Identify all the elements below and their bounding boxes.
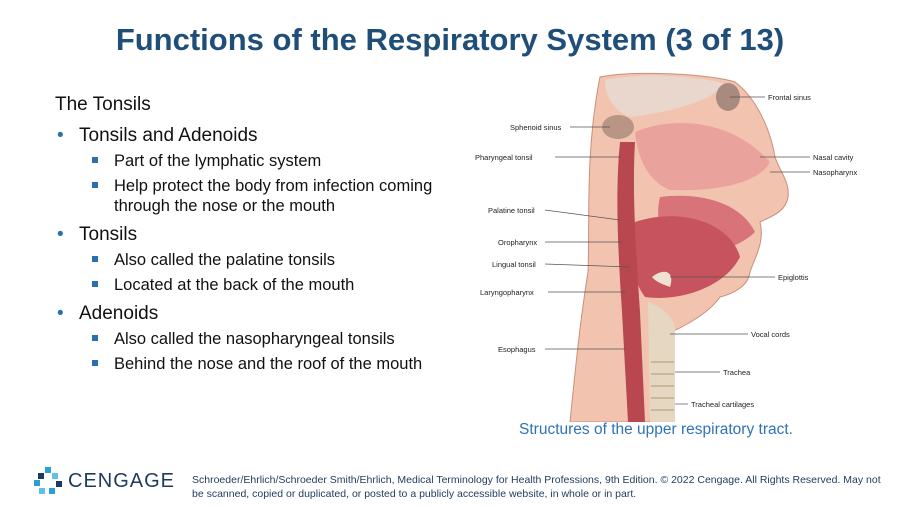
label-lingual-tonsil: Lingual tonsil <box>492 260 536 269</box>
bullet-level-1: • Tonsils and Adenoids <box>55 125 455 147</box>
bullet-text: Also called the nasopharyngeal tonsils <box>114 330 395 348</box>
square-bullet-icon <box>92 335 98 341</box>
bullet-level-2: Also called the nasopharyngeal tonsils <box>55 329 455 349</box>
intro-heading: The Tonsils <box>55 94 151 115</box>
label-trachea: Trachea <box>723 368 751 377</box>
label-palatine-tonsil: Palatine tonsil <box>488 206 535 215</box>
bullet-text: Help protect the body from infection com… <box>114 177 433 215</box>
label-tracheal-cartilages: Tracheal cartilages <box>691 400 754 409</box>
bullet-level-2: Help protect the body from infection com… <box>55 176 455 216</box>
bullet-dot-icon: • <box>57 125 64 146</box>
square-bullet-icon <box>92 157 98 163</box>
bullet-dot-icon: • <box>57 303 64 324</box>
cengage-wordmark: CENGAGE <box>68 469 176 492</box>
bullet-level-2: Also called the palatine tonsils <box>55 250 455 270</box>
label-epiglottis: Epiglottis <box>778 273 809 282</box>
tracheal-rings <box>651 361 674 411</box>
bullet-dot-icon: • <box>57 224 64 245</box>
figure-caption: Structures of the upper respiratory trac… <box>519 421 793 438</box>
slide-body: The Tonsils • Tonsils and Adenoids Part … <box>55 94 455 382</box>
bullet-text: Behind the nose and the roof of the mout… <box>114 355 423 373</box>
section-tonsils: • Tonsils Also called the palatine tonsi… <box>55 224 455 295</box>
square-bullet-icon <box>92 256 98 262</box>
section-heading: Tonsils and Adenoids <box>79 125 258 146</box>
slide-title: Functions of the Respiratory System (3 o… <box>115 22 785 57</box>
bullet-text: Also called the palatine tonsils <box>114 251 336 269</box>
frontal-sinus-shape <box>716 83 740 111</box>
bullet-text: Part of the lymphatic system <box>114 152 322 170</box>
square-bullet-icon <box>92 182 98 188</box>
respiratory-tract-illustration: Frontal sinus Sphenoid sinus Pharyngeal … <box>475 72 857 422</box>
label-laryngopharynx: Laryngopharynx <box>480 288 534 297</box>
bullet-level-1: • Tonsils <box>55 224 455 246</box>
sphenoid-sinus-shape <box>602 115 634 139</box>
cengage-logo: CENGAGE <box>34 467 175 495</box>
label-vocal-cords: Vocal cords <box>751 330 790 339</box>
nasal-cavity-shape <box>635 123 770 191</box>
square-bullet-icon <box>92 281 98 287</box>
cengage-mark-icon <box>34 467 62 494</box>
section-adenoids: • Adenoids Also called the nasopharyngea… <box>55 303 455 374</box>
copyright-notice: Schroeder/Ehrlich/Schroeder Smith/Ehrlic… <box>192 474 881 500</box>
label-sphenoid-sinus: Sphenoid sinus <box>510 123 562 132</box>
bullet-level-2: Part of the lymphatic system <box>55 151 455 171</box>
bullet-level-1: • Adenoids <box>55 303 455 325</box>
bullet-level-2: Behind the nose and the roof of the mout… <box>55 354 455 374</box>
epiglottis-shape <box>652 271 672 287</box>
skull-region <box>605 75 725 117</box>
leader-lines <box>544 96 810 405</box>
square-bullet-icon <box>92 360 98 366</box>
label-oropharynx: Oropharynx <box>498 238 537 247</box>
section-tonsils-and-adenoids: • Tonsils and Adenoids Part of the lymph… <box>55 125 455 216</box>
label-nasal-cavity: Nasal cavity <box>813 153 854 162</box>
bullet-level-2: Located at the back of the mouth <box>55 275 455 295</box>
label-esophagus: Esophagus <box>498 345 536 354</box>
bullet-text: Located at the back of the mouth <box>114 276 355 294</box>
label-pharyngeal-tonsil: Pharyngeal tonsil <box>475 153 533 162</box>
pharynx-shape <box>617 142 645 422</box>
label-frontal-sinus: Frontal sinus <box>768 93 811 102</box>
label-nasopharynx: Nasopharynx <box>813 168 857 177</box>
section-heading: Tonsils <box>79 224 138 245</box>
section-heading: Adenoids <box>79 303 159 324</box>
